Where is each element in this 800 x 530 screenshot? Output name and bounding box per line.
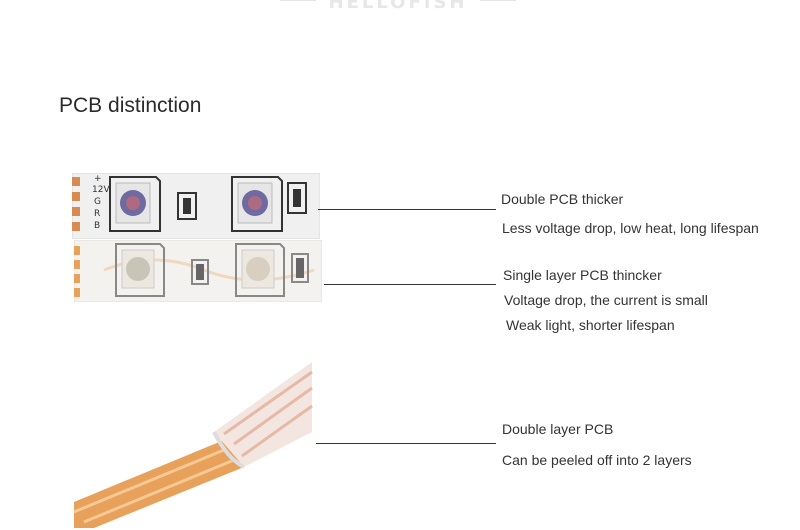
single-pcb-heading: Single layer PCB thincker <box>503 267 662 283</box>
double-pcb-description: Less voltage drop, low heat, long lifesp… <box>502 220 759 236</box>
single-pcb-strip-image <box>74 240 322 302</box>
double-pcb-leader-line <box>318 209 496 210</box>
brand-divider-left <box>280 0 316 1</box>
peeled-double-layer-strip-image <box>74 362 313 528</box>
single-pcb-line-1: Voltage drop, the current is small <box>504 292 708 308</box>
double-pcb-strip-image: + 12V G R B <box>72 173 320 239</box>
section-title: PCB distinction <box>59 94 202 117</box>
brand-logo: HELLOFISH <box>328 0 468 13</box>
double-pcb-heading: Double PCB thicker <box>501 191 624 207</box>
channel-b: B <box>94 221 100 231</box>
single-pcb-line-2: Weak light, shorter lifespan <box>506 317 675 333</box>
channel-g: G <box>94 197 101 207</box>
channel-r: R <box>94 209 100 219</box>
double-layer-heading: Double layer PCB <box>502 421 614 437</box>
brand-divider-right <box>480 0 516 1</box>
voltage-marking: 12V <box>92 185 110 195</box>
plus-marking: + <box>94 174 102 184</box>
single-pcb-leader-line <box>324 284 496 285</box>
double-layer-description: Can be peeled off into 2 layers <box>502 452 692 468</box>
double-layer-leader-line <box>316 443 496 444</box>
